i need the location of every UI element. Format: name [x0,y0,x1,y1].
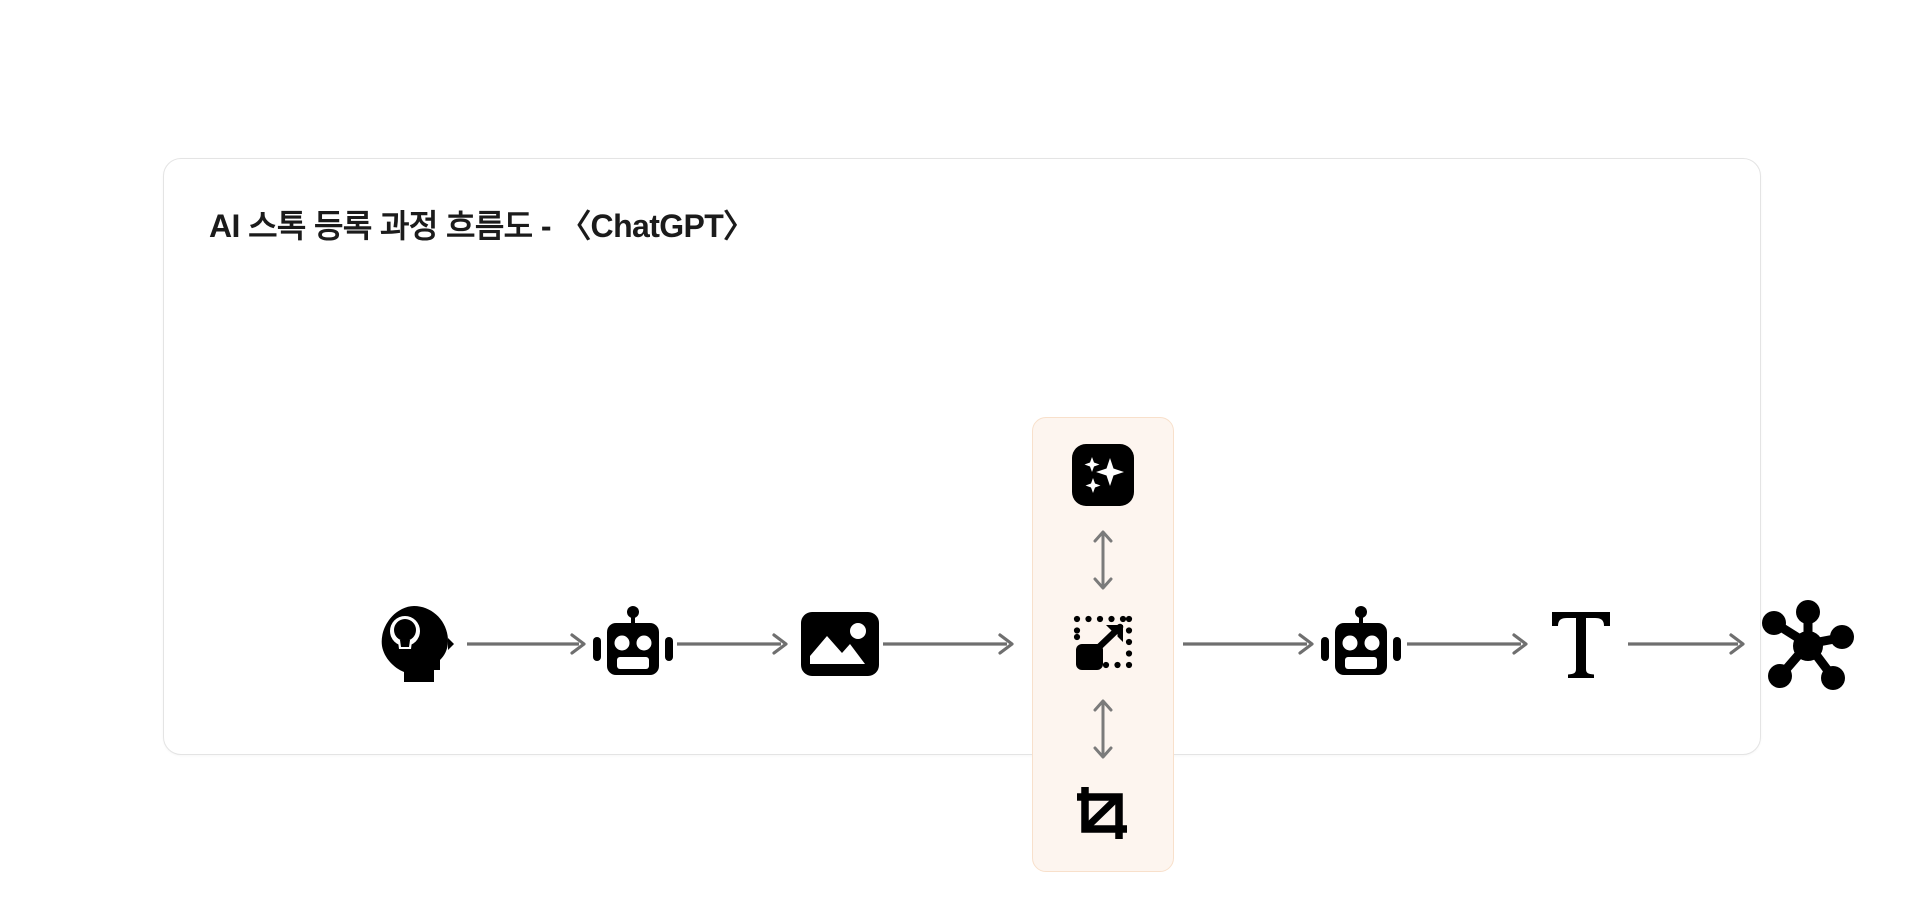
node-ai-assistant-2[interactable] [1317,606,1405,682]
robot-icon [1317,606,1405,682]
connector-image-to-edit-panel [883,632,1023,656]
sparkles-icon[interactable] [1072,444,1134,506]
double-arrow-vertical-icon [1090,698,1116,760]
node-distribute[interactable] [1760,596,1856,692]
connector-text-to-distribute [1628,632,1754,656]
crop-icon[interactable] [1072,783,1134,845]
text-t-icon [1548,606,1614,682]
robot-icon [589,606,677,682]
node-text[interactable] [1548,606,1614,682]
double-arrow-vertical-icon [1090,529,1116,591]
flow-diagram-card: AI 스톡 등록 과정 흐름도 - 〈ChatGPT〉 [163,158,1854,872]
connector-robot2-to-text [1407,632,1537,656]
page-title: AI 스톡 등록 과정 흐름도 - 〈ChatGPT〉 [209,208,755,244]
connector-robot1-to-image [677,632,797,656]
image-icon [801,612,879,676]
head-lightbulb-icon [370,598,456,690]
network-hub-icon [1760,596,1856,692]
connector-idea-to-robot1 [467,632,595,656]
node-ai-assistant-1[interactable] [589,606,677,682]
connector-edit-panel-to-robot2 [1183,632,1323,656]
flow-diagram [164,159,1854,872]
edit-panel [1032,417,1174,872]
node-idea[interactable] [370,598,456,690]
resize-arrow-icon[interactable] [1072,614,1134,676]
node-image[interactable] [801,612,879,676]
